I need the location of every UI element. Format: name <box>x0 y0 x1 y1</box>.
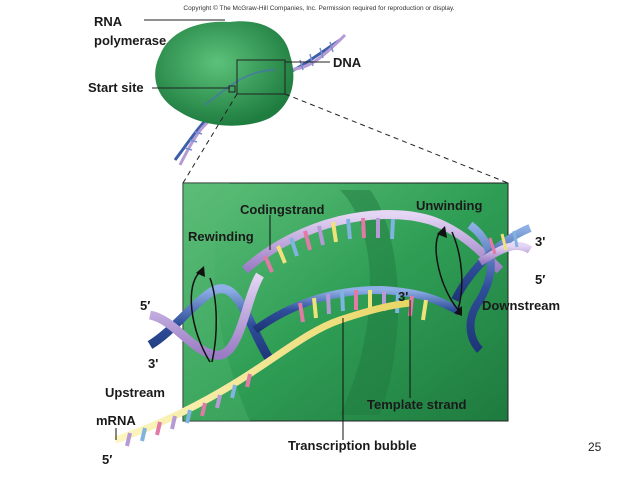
label-5-prime-left: 5′ <box>140 298 151 313</box>
page-number: 25 <box>588 440 602 454</box>
label-5-prime-right: 5′ <box>535 272 546 287</box>
label-dna: DNA <box>333 55 362 70</box>
label-start-site: Start site <box>88 80 144 95</box>
label-rna-polymerase-line2: polymerase <box>94 33 167 48</box>
label-5-prime-bottom: 5′ <box>102 452 113 467</box>
label-rna-polymerase: RNA <box>94 14 123 29</box>
unwinding-arrow <box>435 231 461 313</box>
dna-helix-detail <box>113 209 533 447</box>
label-downstream: Downstream <box>482 298 561 313</box>
copyright-notice: Copyright © The McGraw-Hill Companies, I… <box>183 5 455 12</box>
coding-strand-left <box>148 272 264 360</box>
label-3-prime-right-top: 3' <box>535 234 546 249</box>
zoom-box <box>236 59 286 95</box>
right-helix-bases <box>488 230 519 255</box>
mrna-strand <box>113 299 411 444</box>
label-unwinding: Unwinding <box>416 198 483 213</box>
coding-strand-bases <box>263 217 395 273</box>
label-3-prime-left: 3' <box>148 356 159 371</box>
label-3-prime-middle: 3' <box>398 289 409 304</box>
label-rewinding: Rewinding <box>188 229 254 244</box>
template-strand-middle <box>252 285 463 334</box>
overview <box>144 19 509 184</box>
label-transcription-bubble: Transcription bubble <box>288 438 417 453</box>
start-site-marker <box>228 85 236 93</box>
label-template-strand: Template strand <box>367 397 467 412</box>
label-coding-strand: Codingstrand <box>240 202 325 217</box>
rewinding-arrow <box>190 271 211 363</box>
label-mrna: mRNA <box>96 413 136 428</box>
label-upstream: Upstream <box>105 385 165 400</box>
rna-polymerase-blob <box>155 21 294 126</box>
mrna-bases <box>125 373 252 447</box>
